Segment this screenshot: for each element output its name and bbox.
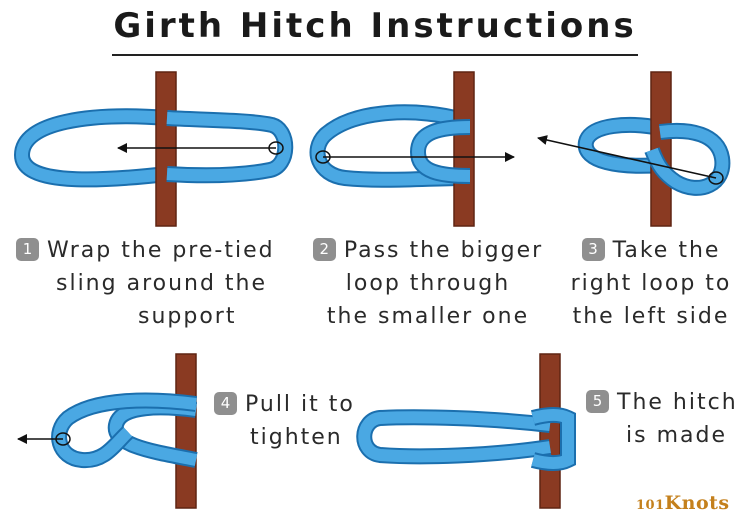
brand-logo: 101Knots bbox=[636, 492, 730, 514]
step-4-outer-loop bbox=[53, 394, 197, 467]
title-underline bbox=[112, 54, 638, 56]
step-3-right-loop bbox=[646, 124, 729, 194]
step-2-big-loop bbox=[311, 106, 465, 186]
step-3-illustration bbox=[537, 71, 731, 227]
step-2-badge: 2 bbox=[312, 238, 336, 261]
step-5-hitch-wrap bbox=[531, 409, 574, 469]
step-2-illustration bbox=[309, 71, 515, 227]
step-1-sling-back bbox=[15, 110, 168, 186]
step-4-pole bbox=[175, 353, 197, 509]
page-title: Girth Hitch Instructions bbox=[113, 6, 637, 46]
step-1-sling-front bbox=[166, 112, 292, 182]
step-3-badge: 3 bbox=[581, 238, 605, 261]
step-3-pole bbox=[650, 71, 672, 227]
step-3-left-loop bbox=[579, 118, 662, 172]
step-5-illustration bbox=[356, 353, 576, 509]
step-1-badge: 1 bbox=[16, 238, 39, 261]
step-2-pole bbox=[453, 71, 475, 227]
step-1-illustration bbox=[13, 71, 294, 227]
step-3-loop-marker bbox=[708, 171, 724, 185]
step-1-pole bbox=[155, 71, 177, 227]
step-5-long-loop bbox=[358, 411, 551, 463]
step-4-illustration bbox=[17, 353, 198, 509]
step-4-badge: 4 bbox=[214, 392, 237, 415]
step-5-badge: 5 bbox=[586, 390, 609, 413]
step-3-arrow bbox=[537, 135, 717, 179]
step-2-small-loop bbox=[411, 121, 471, 182]
